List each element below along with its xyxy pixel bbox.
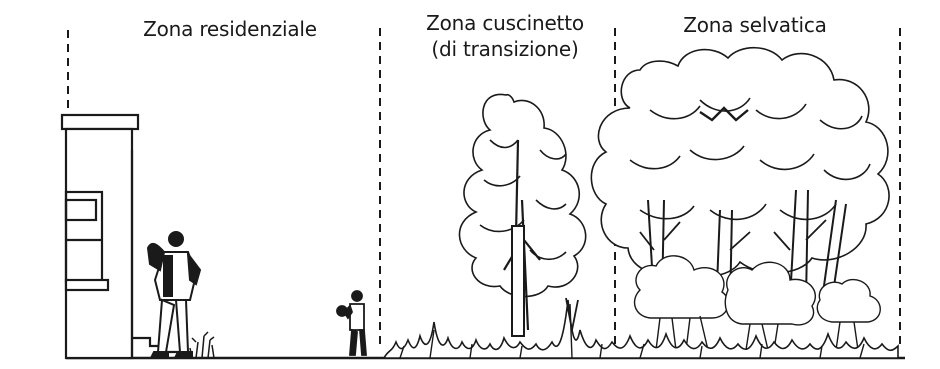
- man-icon: [148, 232, 200, 356]
- shrub-icon: [635, 256, 881, 350]
- shrub-icon: [190, 332, 214, 358]
- child-icon: [337, 291, 366, 355]
